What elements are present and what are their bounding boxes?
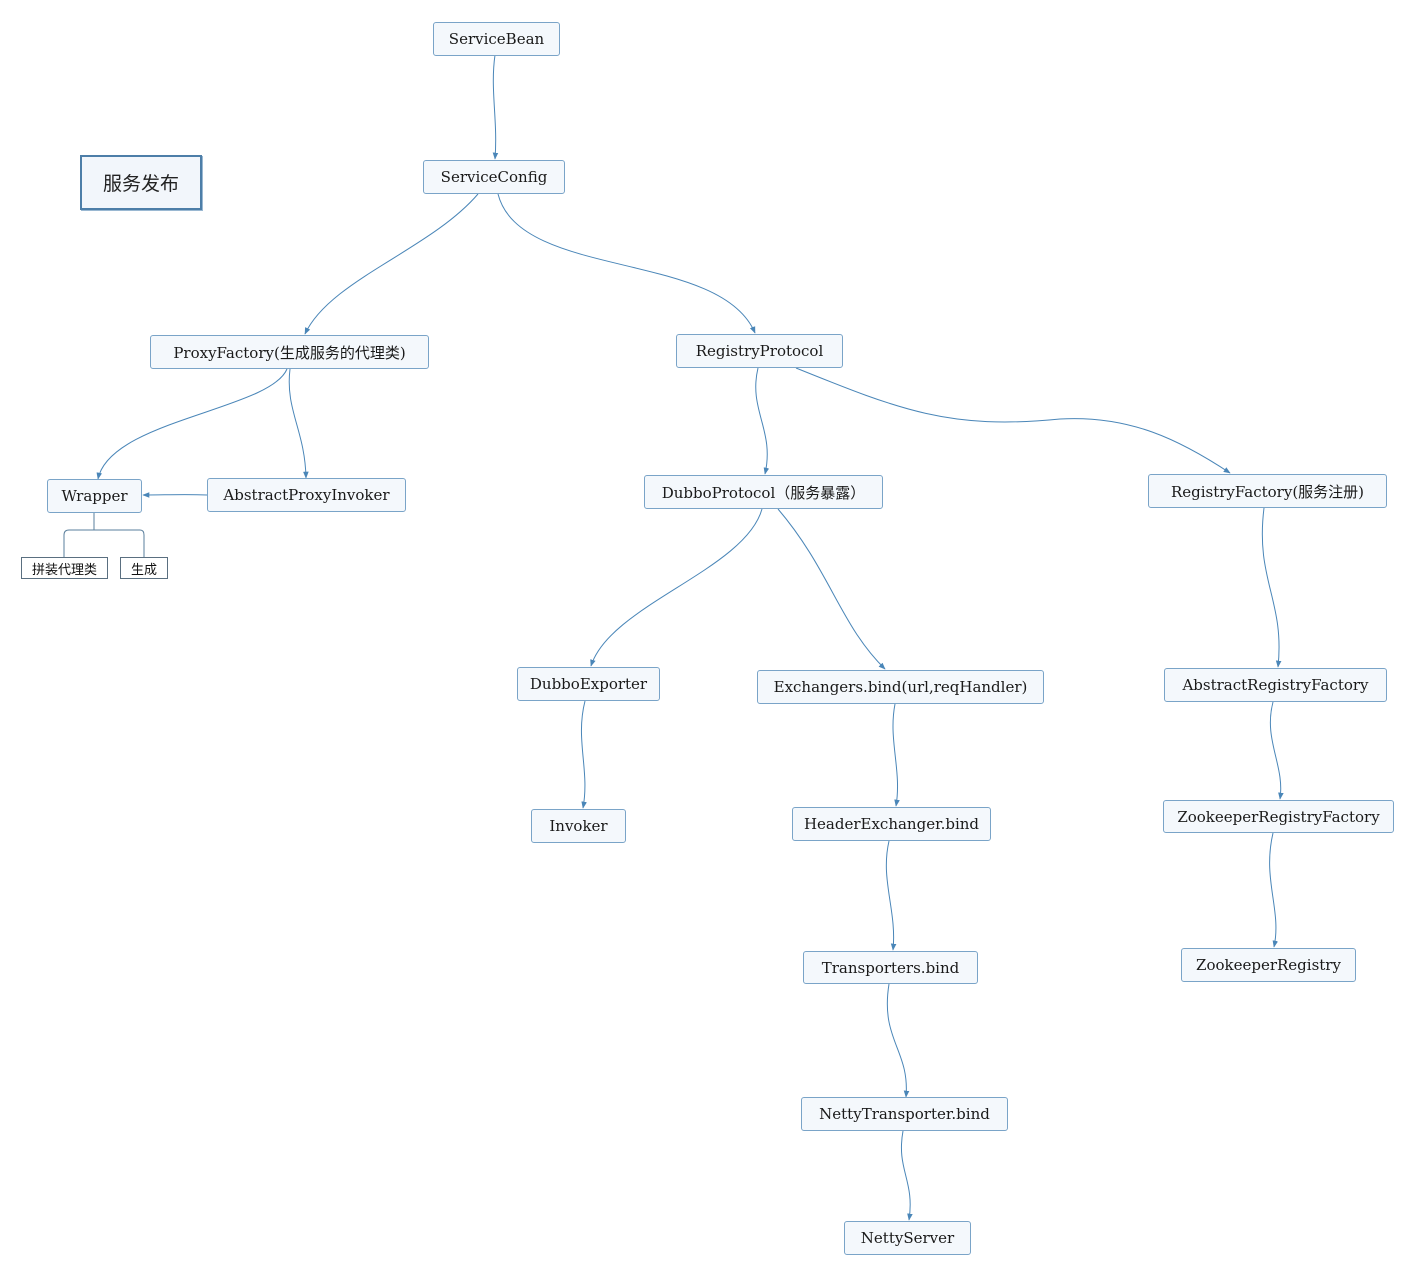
bracket-wrapper-children (63, 513, 145, 557)
edge-proxyfactory-abstractproxyinvoker (288, 368, 309, 479)
edge-serviceconfig-proxyfactory (304, 193, 479, 335)
node-nettytransporterbind[interactable]: NettyTransporter.bind (801, 1097, 1008, 1131)
edge-serviceconfig-registryprotocol (497, 193, 756, 334)
edge-transportersbind-nettytransporterbind (886, 983, 910, 1098)
node-invoker[interactable]: Invoker (531, 809, 626, 843)
edge-nettytransporterbind-nettyserver (900, 1130, 913, 1221)
node-transportersbind[interactable]: Transporters.bind (803, 951, 978, 984)
node-dubboexporter[interactable]: DubboExporter (517, 667, 660, 701)
edge-abstractregistryfactory-zookeeperregistryfactory (1269, 701, 1284, 800)
node-registryprotocol[interactable]: RegistryProtocol (676, 334, 843, 368)
leaf-generate[interactable]: 生成 (120, 557, 168, 579)
node-zookeeperregistryfactory[interactable]: ZookeeperRegistryFactory (1163, 800, 1394, 833)
node-wrapper[interactable]: Wrapper (47, 479, 142, 513)
node-serviceconfig[interactable]: ServiceConfig (423, 160, 565, 194)
node-dubboprotocol[interactable]: DubboProtocol（服务暴露） (644, 475, 883, 509)
leaf-assemble-proxy-class[interactable]: 拼装代理类 (21, 557, 108, 579)
node-exchangersbind[interactable]: Exchangers.bind(url,reqHandler) (757, 670, 1044, 704)
node-abstractproxyinvoker[interactable]: AbstractProxyInvoker (207, 478, 406, 512)
node-zookeeperregistry[interactable]: ZookeeperRegistry (1181, 948, 1356, 982)
edge-zookeeperregistryfactory-zookeeperregistry (1269, 832, 1279, 948)
node-proxyfactory[interactable]: ProxyFactory(生成服务的代理类) (150, 335, 429, 369)
edge-dubboprotocol-dubboexporter (590, 508, 763, 667)
edge-servicebean-serviceconfig (492, 54, 499, 160)
node-registryfactory[interactable]: RegistryFactory(服务注册) (1148, 474, 1387, 508)
edge-registryfactory-abstractregistryfactory (1261, 507, 1282, 668)
edge-headerexchangerbind-transportersbind (885, 840, 897, 951)
edge-registryprotocol-dubboprotocol (755, 367, 770, 475)
diagram-title: 服务发布 (80, 155, 202, 210)
edge-exchangersbind-headerexchangerbind (892, 703, 900, 807)
edge-proxyfactory-wrapper (96, 368, 288, 480)
edge-dubboprotocol-exchangersbind (777, 508, 886, 670)
edge-registryprotocol-registryfactory (795, 367, 1231, 474)
node-nettyserver[interactable]: NettyServer (844, 1221, 971, 1255)
node-servicebean[interactable]: ServiceBean (433, 22, 560, 56)
node-abstractregistryfactory[interactable]: AbstractRegistryFactory (1164, 668, 1387, 702)
edge-dubboexporter-invoker (580, 700, 587, 809)
node-headerexchangerbind[interactable]: HeaderExchanger.bind (792, 807, 991, 841)
